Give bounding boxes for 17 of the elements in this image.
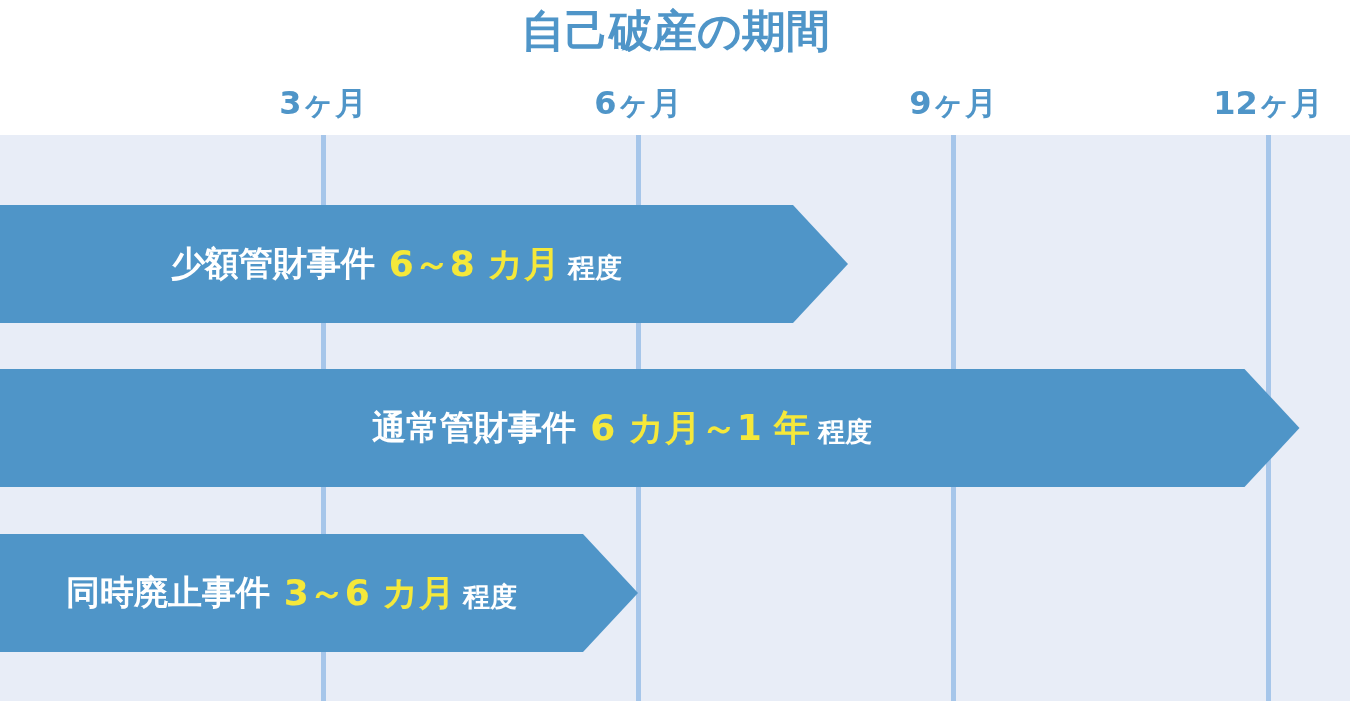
chart-title: 自己破産の期間 (519, 4, 831, 58)
tick-label: 3ヶ月 (279, 83, 367, 124)
case-type-label: 同時廃止事件 (65, 571, 270, 614)
case-type-label: 通常管財事件 (372, 406, 577, 449)
approx-label: 程度 (568, 251, 623, 285)
duration-arrow-bar (0, 534, 638, 652)
duration-label: 6 カ月～1 年 (590, 405, 811, 450)
duration-arrow-bar (0, 205, 848, 323)
duration-label: 6～8 カ月 (388, 241, 561, 286)
duration-label: 3～6 カ月 (283, 570, 456, 615)
tick-label: 12ヶ月 (1213, 83, 1323, 124)
case-type-label: 少額管財事件 (170, 242, 375, 285)
approx-label: 程度 (818, 415, 873, 449)
tick-label: 6ヶ月 (594, 83, 682, 124)
approx-label: 程度 (463, 580, 518, 614)
duration-arrow-bar (0, 369, 1300, 487)
tick-label: 9ヶ月 (909, 83, 997, 124)
